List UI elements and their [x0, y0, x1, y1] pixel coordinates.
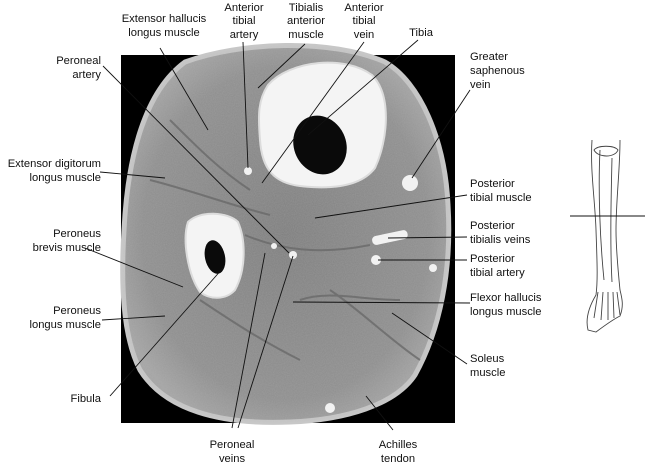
label-tibia: Tibia	[409, 27, 434, 39]
anterior-tibial-artery-dot	[244, 167, 252, 175]
leg-locator-diagram	[570, 139, 645, 333]
peroneal-vessel-dot-3	[325, 403, 335, 413]
tibia-marrow	[293, 115, 347, 175]
leg-outline	[586, 139, 623, 333]
tibia-outline	[598, 149, 605, 281]
leader-lines	[84, 39, 471, 431]
fibula-marrow	[204, 240, 226, 274]
vessels	[244, 167, 437, 413]
fibula-outline	[610, 157, 613, 283]
label-fibula: Fibula	[71, 393, 102, 405]
peroneal-vessel-dot-2	[271, 243, 277, 249]
greater-saphenous-vein-dot	[402, 175, 418, 191]
posterior-tibialis-veins-blob	[372, 230, 408, 245]
knee-outline	[593, 145, 619, 157]
peroneal-vessel-dot-4	[429, 264, 437, 272]
peroneal-vessel-dot-1	[289, 251, 297, 259]
ct-scan-image	[120, 42, 455, 425]
posterior-tibial-artery-dot	[371, 255, 381, 265]
foot-bones	[593, 291, 621, 321]
fascial-planes	[149, 119, 421, 361]
